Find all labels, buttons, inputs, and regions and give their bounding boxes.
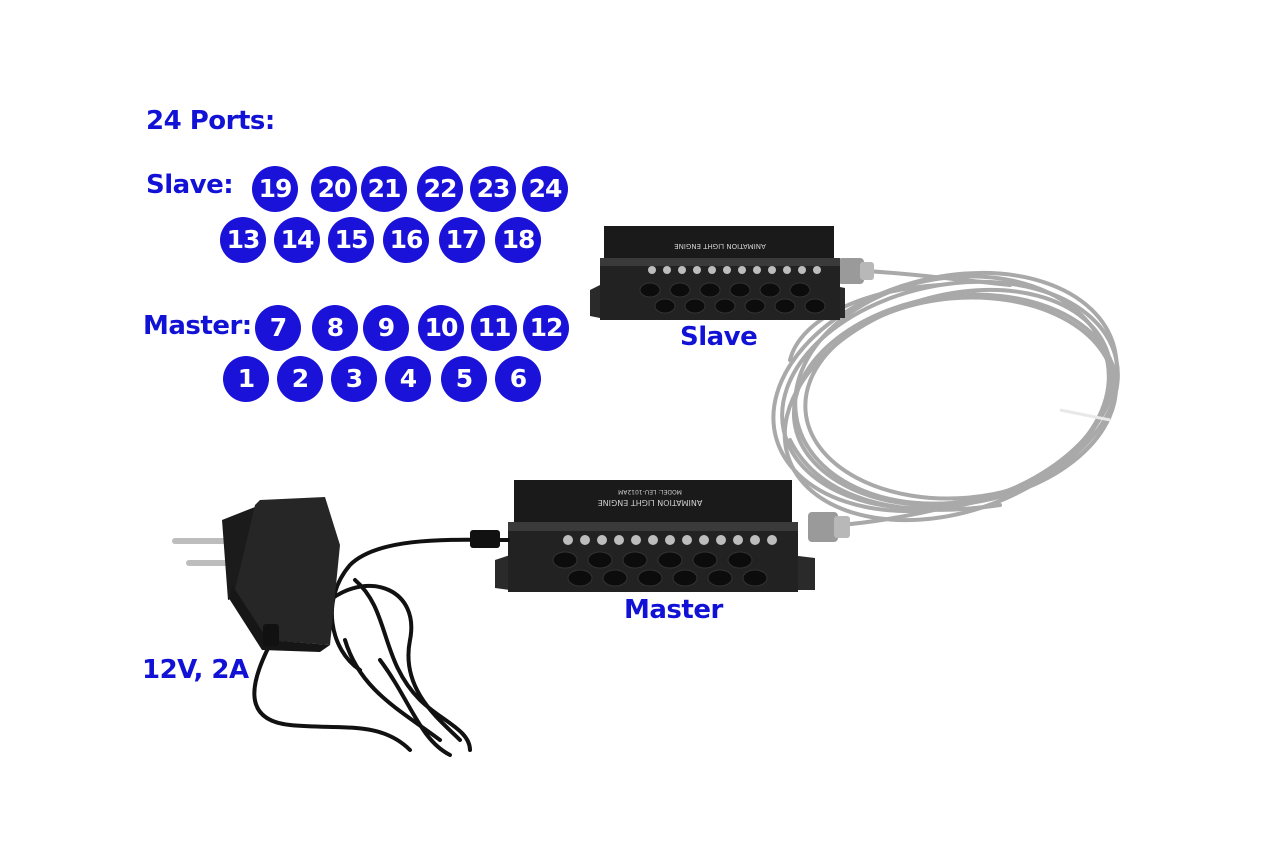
- master-device-title: ANIMATION LIGHT ENGINE: [598, 498, 703, 507]
- slave-device-caption: Slave: [680, 322, 758, 352]
- port-badge: 4: [385, 356, 431, 402]
- network-cable: [771, 268, 1120, 527]
- slave-screw-row: [648, 266, 821, 274]
- master-ports-bottom-row: 1 2 3 4 5 6: [0, 356, 600, 402]
- port-badge: 2: [277, 356, 323, 402]
- port-badge: 22: [417, 166, 463, 212]
- master-device-caption: Master: [624, 595, 723, 625]
- port-badge: 3: [331, 356, 377, 402]
- port-badge: 24: [522, 166, 568, 212]
- slave-jack-row: [639, 282, 826, 314]
- master-jack-row: [552, 551, 768, 587]
- power-plug-barrel: [470, 530, 500, 548]
- master-screw-row: [563, 535, 777, 545]
- port-badge: 1: [223, 356, 269, 402]
- port-badge: 10: [418, 305, 464, 351]
- master-device-model: MODEL: LEU-1012AM: [618, 488, 682, 495]
- port-badge: 11: [471, 305, 517, 351]
- cable-tie: [1059, 408, 1111, 422]
- slave-ports-top-row: 19 20 21 22 23 24: [0, 166, 600, 212]
- power-caption: 12V, 2A: [142, 655, 249, 685]
- ports-heading: 24 Ports:: [146, 106, 275, 136]
- port-badge: 17: [439, 217, 485, 263]
- port-badge: 20: [311, 166, 357, 212]
- master-ports-top-row: 7 8 9 10 11 12: [0, 305, 600, 351]
- port-badge: 23: [470, 166, 516, 212]
- power-adapter: [172, 497, 340, 652]
- slave-ports-label: Slave:: [146, 170, 234, 200]
- port-badge: 19: [252, 166, 298, 212]
- master-ports-label: Master:: [143, 311, 252, 341]
- power-cable: [252, 537, 510, 757]
- port-badge: 6: [495, 356, 541, 402]
- port-badge: 9: [363, 305, 409, 351]
- port-badge: 14: [274, 217, 320, 263]
- port-badge: 12: [523, 305, 569, 351]
- rj45-connector-master: [808, 512, 850, 542]
- port-badge: 15: [328, 217, 374, 263]
- port-badge: 16: [383, 217, 429, 263]
- slave-device: ANIMATION LIGHT ENGINE: [590, 226, 845, 320]
- slave-device-title: ANIMATION LIGHT ENGINE: [674, 242, 766, 250]
- port-badge: 5: [441, 356, 487, 402]
- port-badge: 8: [312, 305, 358, 351]
- port-badge: 7: [255, 305, 301, 351]
- master-device: ANIMATION LIGHT ENGINE MODEL: LEU-1012AM: [495, 480, 815, 592]
- port-badge: 18: [495, 217, 541, 263]
- slave-ports-bottom-row: 13 14 15 16 17 18: [0, 217, 600, 263]
- port-badge: 21: [361, 166, 407, 212]
- port-badge: 13: [220, 217, 266, 263]
- rj45-connector-slave: [838, 258, 874, 284]
